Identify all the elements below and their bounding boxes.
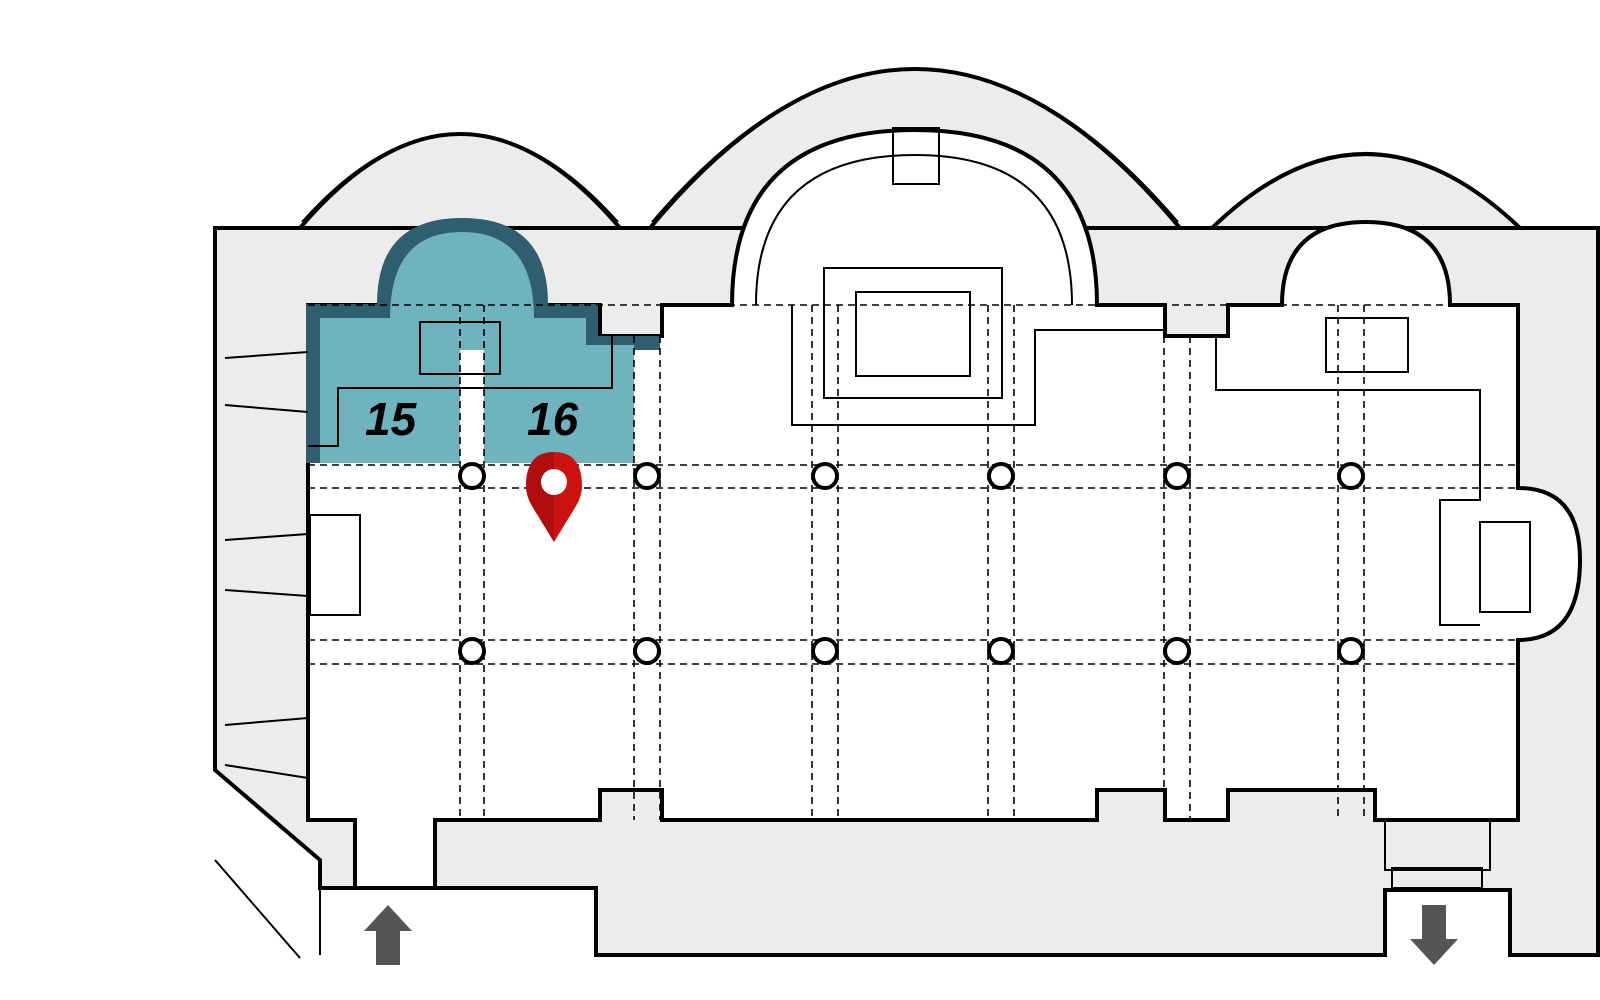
room-label-15: 15 (365, 393, 418, 445)
room-label-16: 16 (527, 393, 579, 445)
column-4 (987, 462, 1015, 490)
column-7 (458, 637, 486, 665)
column-12 (1337, 637, 1365, 665)
interior-features (214, 127, 1531, 959)
column-5 (1163, 462, 1191, 490)
column-3 (811, 462, 839, 490)
column-10 (987, 637, 1015, 665)
column-2 (633, 462, 661, 490)
highlighted-rooms: 15 16 (306, 218, 660, 463)
column-8 (633, 637, 661, 665)
arrow-down-icon[interactable] (1410, 905, 1458, 965)
structural-grid (308, 304, 1515, 820)
column-9 (811, 637, 839, 665)
arrow-up-icon[interactable] (364, 905, 412, 965)
apse-outlines (301, 67, 1179, 223)
column-1 (458, 462, 486, 490)
column-11 (1163, 637, 1191, 665)
columns (458, 462, 1365, 665)
column-6 (1337, 462, 1365, 490)
location-pin-icon[interactable] (526, 452, 582, 542)
